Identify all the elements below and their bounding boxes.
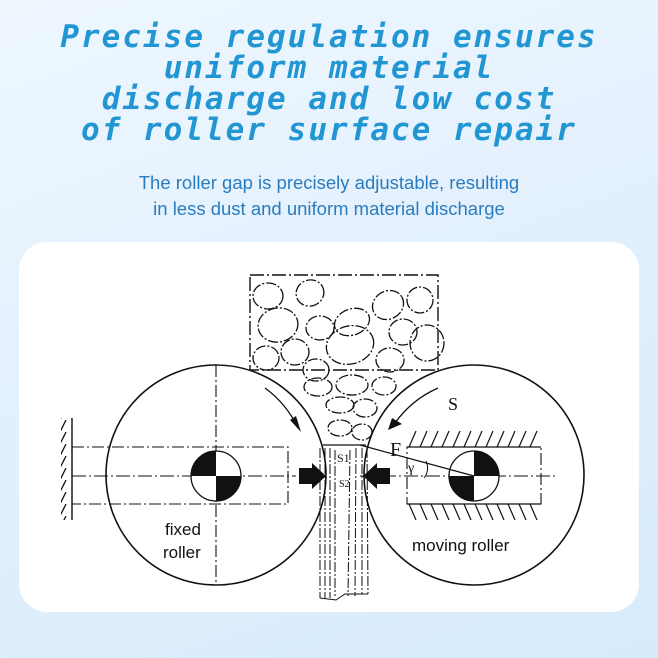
diagram-card: fixed roller	[19, 242, 639, 612]
fixed-roller-label-line2: roller	[163, 543, 201, 562]
fixed-roller: fixed roller	[71, 364, 327, 586]
subtitle-line-2: in less dust and uniform material discha…	[153, 198, 505, 219]
label-gamma: γ	[407, 461, 414, 476]
label-f: F	[390, 439, 401, 461]
force-line	[359, 444, 475, 477]
moving-roller: S F γ moving roller	[359, 364, 585, 586]
subtitle-line-1: The roller gap is precisely adjustable, …	[138, 172, 520, 193]
headline-line-2: uniform material	[163, 50, 495, 86]
material-stones	[252, 279, 445, 441]
label-s1: S1	[337, 451, 350, 465]
label-s2: S2	[339, 479, 350, 490]
spring-guide-hatching-bottom	[407, 503, 541, 521]
headline-line-1: Precise regulation ensures	[60, 19, 598, 55]
moving-roller-label: moving roller	[412, 536, 510, 555]
fixed-wall	[61, 418, 73, 520]
feed-hopper	[249, 274, 439, 371]
label-s: S	[448, 394, 458, 414]
arrowhead-right	[388, 418, 402, 430]
headline-line-3: discharge and low cost	[101, 81, 557, 117]
headline: Precise regulation ensures uniform mater…	[0, 22, 658, 146]
angle-arc	[423, 460, 429, 479]
roller-crusher-diagram: fixed roller	[61, 274, 585, 601]
discharge-column	[319, 444, 369, 601]
fixed-roller-label-line1: fixed	[165, 520, 201, 539]
compression-arrow-left	[299, 463, 326, 489]
fixed-roller-center-mark	[190, 450, 242, 502]
headline-line-4: of roller surface repair	[81, 112, 577, 148]
compression-arrow-right	[363, 463, 390, 489]
rotation-arrow-right	[394, 387, 439, 424]
arrowhead-left	[290, 416, 301, 432]
subtitle: The roller gap is precisely adjustable, …	[0, 170, 658, 222]
spring-guide-hatching-top	[407, 430, 541, 448]
